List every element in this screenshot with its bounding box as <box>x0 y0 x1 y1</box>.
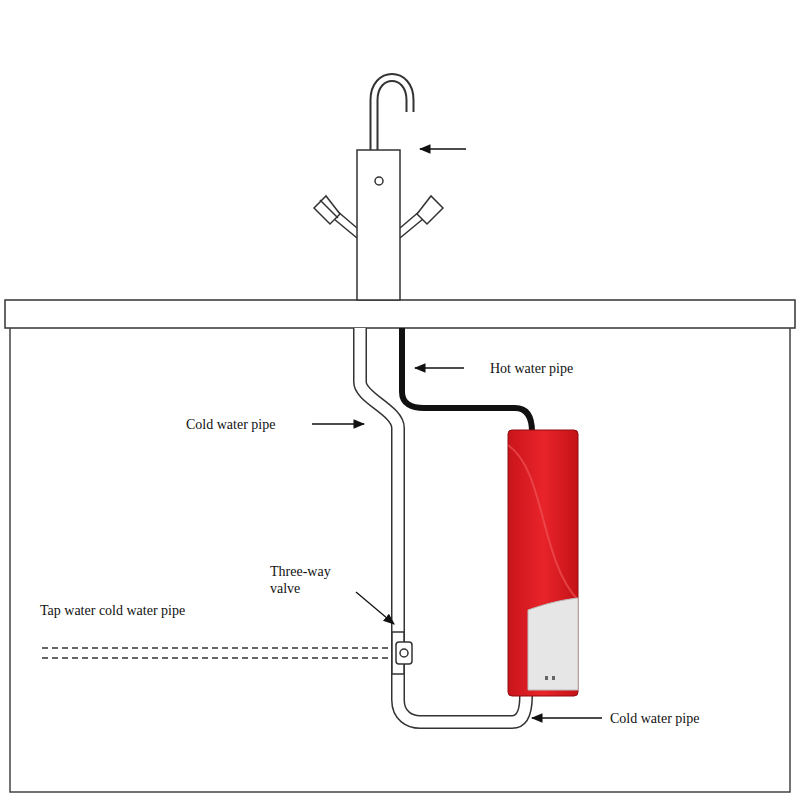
water-heater <box>508 430 578 696</box>
heater-panel <box>528 598 578 690</box>
heater-highlight <box>508 445 578 600</box>
faucet-spout <box>374 78 410 151</box>
tap-water-pipe <box>42 648 392 658</box>
callout-label: Cold water pipe <box>610 710 699 727</box>
cold-water-pipe <box>360 328 526 722</box>
callout-label: Hot water pipe <box>490 360 573 377</box>
hot-water-pipe <box>402 328 532 432</box>
callout-label: Three-way valve <box>270 563 354 597</box>
leader-arrow <box>312 149 602 718</box>
faucet-body <box>357 150 400 300</box>
cabinet <box>10 328 790 792</box>
heater-led <box>545 676 548 680</box>
faucet-button <box>375 177 383 185</box>
heater-led <box>552 676 555 680</box>
callout-label: Cold water pipe <box>186 416 275 433</box>
faucet-spout <box>374 78 410 151</box>
cold-water-pipe <box>360 328 526 722</box>
three-way-valve <box>392 632 412 674</box>
callout-label: Tap water cold water pipe <box>40 602 185 619</box>
countertop <box>5 300 795 328</box>
